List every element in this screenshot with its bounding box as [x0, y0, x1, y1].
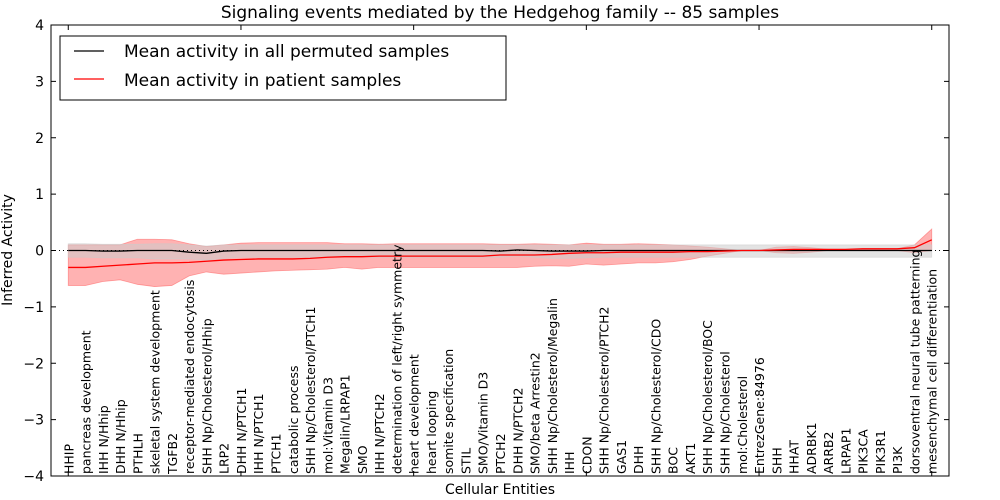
legend-box: [59, 35, 507, 101]
x-category-label: heart looping: [424, 391, 439, 474]
x-category-label: SHH: [769, 447, 784, 474]
x-axis-label: Cellular Entities: [445, 482, 555, 498]
y-tick-label: −1: [23, 300, 44, 316]
x-category-label: skeletal system development: [148, 290, 163, 474]
x-category-label: mesenchymal cell differentiation: [925, 269, 940, 474]
x-category-label: DHH: [631, 446, 646, 474]
x-category-label: GAS1: [614, 440, 629, 474]
series-line-permuted: [68, 249, 932, 254]
x-category-label: PTCH2: [493, 433, 508, 474]
x-category-label: IHH N/PTCH1: [251, 393, 266, 474]
x-category-label: somite specification: [441, 349, 456, 474]
x-category-label: PTHLH: [130, 433, 145, 474]
x-category-label: DHH N/Hhip: [113, 399, 128, 474]
x-category-label: SHH Np/Cholesterol: [718, 351, 733, 474]
x-category-label: determination of left/right symmetry: [389, 244, 404, 474]
y-tick-label: −2: [23, 356, 44, 372]
legend-label-permuted: Mean activity in all permuted samples: [124, 42, 449, 62]
legend-label-patient: Mean activity in patient samples: [124, 71, 401, 91]
x-category-label: SHH Np/Cholesterol/PTCH2: [597, 307, 612, 475]
x-category-label: pancreas development: [79, 330, 94, 474]
x-category-label: ARRB2: [821, 432, 836, 474]
x-category-label: LRP2: [217, 443, 232, 474]
y-tick-label: 0: [35, 244, 44, 260]
x-category-label: heart development: [407, 354, 422, 474]
confidence-band-permuted: [67, 243, 933, 261]
x-category-label: BOC: [666, 447, 681, 474]
x-category-label: SHH Np/Cholesterol/PTCH1: [303, 307, 318, 475]
x-category-label: TGFB2: [165, 433, 180, 475]
chart-title: Signaling events mediated by the Hedgeho…: [221, 3, 779, 23]
x-category-label: CDON: [579, 436, 594, 474]
x-category-label: PIK3CA: [856, 429, 871, 474]
x-category-label: receptor-mediated endocytosis: [182, 280, 197, 474]
y-tick-label: −3: [23, 413, 44, 429]
y-tick-label: 1: [35, 187, 44, 203]
x-category-label: SMO/Vitamin D3: [476, 372, 491, 474]
legend: Mean activity in all permuted samples Me…: [59, 35, 507, 101]
y-tick-label: 2: [35, 131, 44, 147]
x-category-label: mol:Vitamin D3: [320, 377, 335, 474]
x-category-label: IHH N/Hhip: [96, 405, 111, 474]
x-category-label: Megalin/LRPAP1: [338, 374, 353, 474]
x-category-label: PTCH1: [269, 433, 284, 474]
x-category-label: SHH Np/Cholesterol/BOC: [700, 320, 715, 474]
x-category-label: SMO: [355, 445, 370, 474]
series-line-patient: [68, 239, 933, 269]
x-category-label: STIL: [458, 448, 473, 474]
x-category-label: DHH N/PTCH2: [510, 388, 525, 474]
x-category-label: SMO/beta Arrestin2: [528, 352, 543, 474]
x-category-label: SHH Np/Cholesterol/CDO: [648, 319, 663, 474]
x-category-label: IHH: [562, 452, 577, 475]
x-category-label: ADRBK1: [804, 422, 819, 474]
x-category-label: HHIP: [61, 444, 76, 474]
x-category-label: HHAT: [787, 440, 802, 474]
x-category-label: DHH N/PTCH1: [234, 388, 249, 474]
x-category-label: AKT1: [683, 443, 698, 474]
x-category-label: SHH Np/Cholesterol/Megalin: [545, 298, 560, 474]
y-tick-label: 3: [35, 74, 44, 90]
x-category-label: catabolic process: [286, 365, 301, 474]
y-tick-label: 4: [35, 18, 44, 34]
x-category-label: IHH N/PTCH2: [372, 393, 387, 474]
x-category-label: mol:Cholesterol: [735, 376, 750, 474]
x-category-label: EntrezGene:84976: [752, 357, 767, 474]
x-category-label: LRPAP1: [838, 428, 853, 474]
x-category-label: SHH Np/Cholesterol/Hhip: [199, 318, 214, 474]
y-tick-label: −4: [23, 469, 44, 485]
y-axis-label: Inferred Activity: [0, 194, 16, 306]
x-category-label: PI3K: [890, 446, 905, 474]
x-category-label: dorsoventral neural tube patterning: [907, 250, 922, 475]
x-category-label: PIK3R1: [873, 430, 888, 474]
